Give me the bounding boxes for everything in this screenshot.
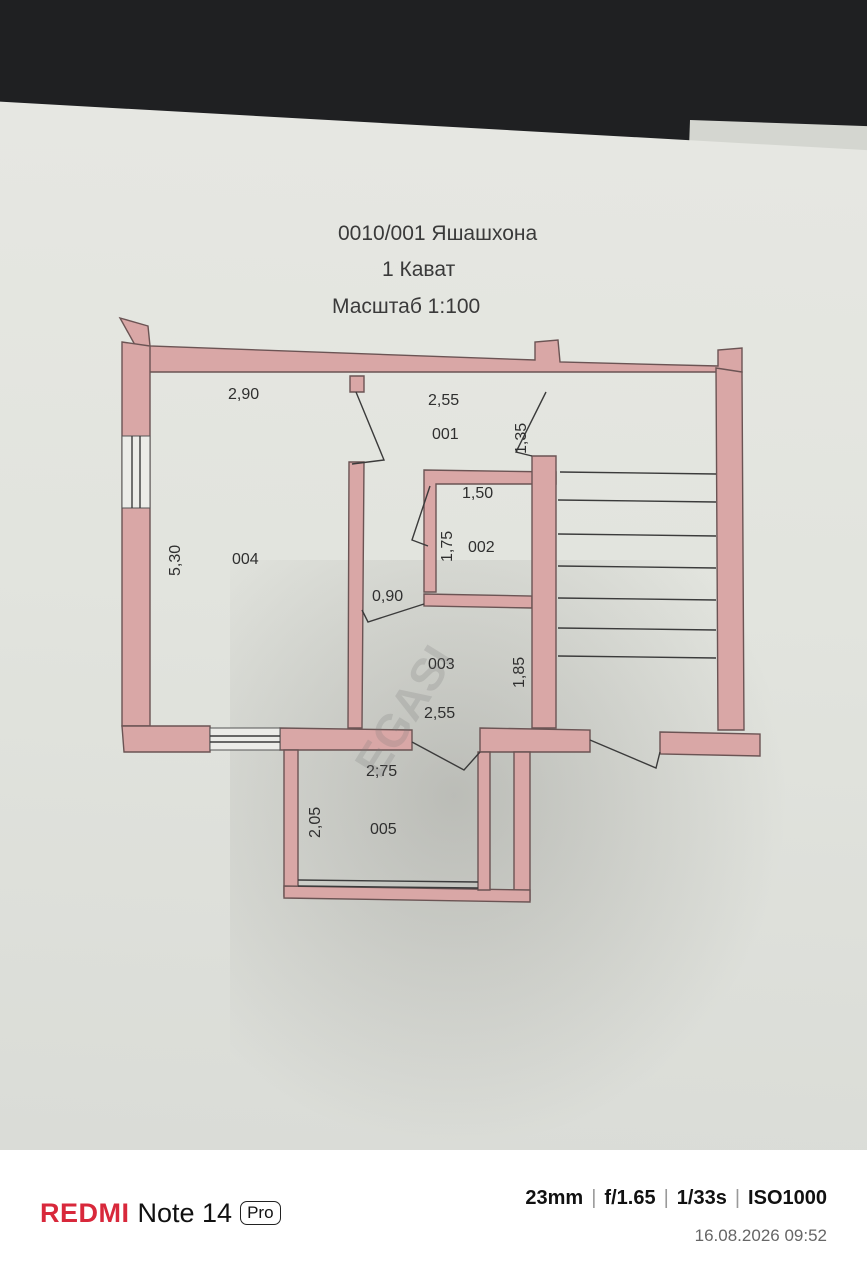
door-005: [411, 741, 481, 771]
balcony-wall-left: [283, 749, 299, 897]
separator: |: [591, 1187, 597, 1209]
aperture: f/1.65: [604, 1187, 656, 1209]
dim-001-width: 2,55: [428, 392, 459, 409]
dim-004-depth: 5,30: [167, 545, 184, 576]
photo: 0010/001 Яшашхона 1 Кават Масштаб 1:100: [0, 0, 867, 1150]
brand-name: REDMI: [40, 1198, 130, 1228]
dim-door-003: 0,90: [372, 588, 403, 605]
window-balcony: [297, 879, 479, 889]
dim-004-width: 2,90: [228, 386, 259, 403]
window-left: [121, 435, 151, 509]
shutter-speed: 1/33s: [676, 1187, 727, 1209]
door-004-001: [351, 391, 385, 465]
door-003: [361, 603, 425, 623]
plan-title: 0010/001 Яшашхона: [338, 222, 538, 245]
room-001: 001: [432, 426, 459, 443]
model-suffix-badge: Pro: [240, 1201, 281, 1225]
balcony-wall-bottom: [283, 885, 531, 903]
bottom-wall-left: [121, 725, 211, 753]
focal-length: 23mm: [525, 1187, 584, 1209]
dim-002-depth: 1,75: [439, 531, 456, 562]
dim-003-width: 2,55: [424, 705, 455, 722]
door-stair: [589, 739, 661, 769]
staircase: [557, 471, 717, 659]
interior-wall-a: [347, 461, 365, 729]
interior-wall-e: [531, 455, 557, 729]
dim-005-width: 2;75: [366, 763, 397, 780]
model-name: Note 14: [137, 1198, 233, 1228]
dim-005-depth: 2,05: [307, 807, 324, 838]
bottom-wall-right-a: [479, 727, 591, 753]
door-entry: [514, 391, 547, 457]
capture-datetime: 16.08.2026 09:52: [694, 1226, 827, 1245]
camera-watermark-bar: [0, 1150, 867, 1280]
separator: |: [663, 1187, 669, 1209]
room-004: 004: [232, 551, 259, 568]
separator: |: [734, 1187, 741, 1209]
balcony-wall-right: [513, 751, 531, 901]
balcony-wall-inner: [477, 751, 491, 891]
interior-wall-b: [349, 375, 365, 393]
camera-specs: 23mm | f/1.65 | 1/33s | ISO1000: [525, 1187, 827, 1210]
dim-003-depth: 1,85: [511, 657, 528, 688]
dim-002-width: 1,50: [462, 485, 493, 502]
floor-label: 1 Кават: [382, 258, 456, 281]
room-005: 005: [370, 821, 397, 838]
scale-label: Масштаб 1:100: [332, 295, 481, 318]
floor-plan: 004 001 002 003 005 2,90 2,55 1,35 1,50 …: [118, 316, 761, 903]
outer-wall-left: [121, 341, 151, 727]
window-bottom: [209, 727, 281, 751]
interior-wall-d: [423, 593, 533, 609]
room-003: 003: [428, 656, 455, 673]
outer-wall-top: [118, 316, 743, 373]
dim-001-depth: 1,35: [513, 423, 530, 454]
outer-wall-right: [715, 367, 745, 731]
bottom-wall-right-b: [659, 731, 761, 757]
room-002: 002: [468, 539, 495, 556]
iso: ISO1000: [748, 1187, 827, 1209]
door-002: [411, 485, 431, 547]
